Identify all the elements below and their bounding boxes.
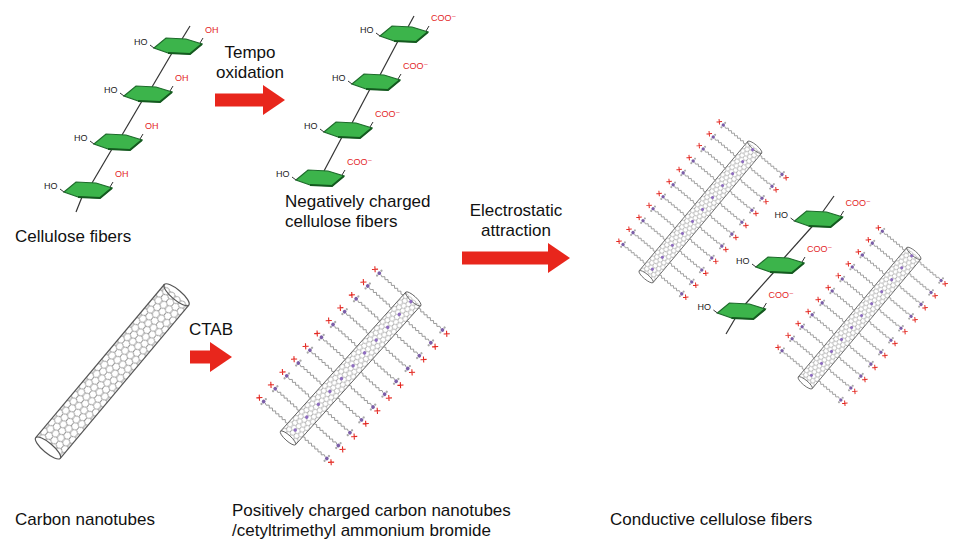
stage-caption: Carbon nanotubes bbox=[15, 510, 185, 530]
chemical-group-label: COO⁻ bbox=[431, 13, 456, 23]
bond-line bbox=[76, 197, 82, 212]
chemical-group-label: OH bbox=[115, 169, 129, 179]
chemical-group-label: HO bbox=[775, 210, 789, 220]
arrow-label: Tempo oxidation bbox=[205, 43, 295, 83]
process-arrow bbox=[215, 94, 263, 107]
stage-caption: Cellulose fibers bbox=[15, 227, 205, 247]
bond-line bbox=[92, 149, 112, 183]
chemical-group-label: HO bbox=[736, 256, 750, 266]
stage-panel: Conductive cellulose fibers bbox=[570, 60, 975, 540]
chemical-group-label: OH bbox=[205, 25, 219, 35]
glucose-ring bbox=[292, 170, 345, 186]
arrow-label: CTAB bbox=[176, 320, 246, 340]
glucose-ring bbox=[60, 182, 113, 198]
bond-line bbox=[122, 101, 142, 135]
glucose-ring bbox=[752, 257, 805, 273]
bond-line bbox=[380, 41, 398, 75]
stage-panel: Negatively charged cellulose fibers bbox=[285, 5, 462, 270]
glucose-ring bbox=[320, 122, 373, 138]
coated-nanotube bbox=[769, 222, 951, 414]
coated-nanotube bbox=[610, 116, 792, 308]
glucose-ring bbox=[713, 303, 766, 319]
chemical-group-label: COO⁻ bbox=[768, 290, 793, 300]
bond-line bbox=[408, 16, 414, 27]
chemical-group-label: HO bbox=[360, 25, 374, 35]
stage-caption: Negatively charged cellulose fibers bbox=[285, 192, 460, 232]
stage-caption: Conductive cellulose fibers bbox=[610, 510, 910, 530]
nanotube bbox=[33, 281, 192, 462]
glucose-ring bbox=[791, 211, 844, 227]
chemical-group-label: OH bbox=[175, 73, 189, 83]
chemical-group-label: COO⁻ bbox=[807, 244, 832, 254]
glucose-ring bbox=[120, 86, 173, 102]
stage-caption: Positively charged carbon nanotubes /cet… bbox=[232, 501, 572, 541]
glucose-ring bbox=[348, 74, 401, 90]
coated-nanotube bbox=[249, 263, 453, 474]
stage-panel: Carbon nanotubes bbox=[10, 270, 190, 535]
glucose-ring bbox=[90, 134, 143, 150]
chemical-group-label: COO⁻ bbox=[347, 157, 372, 167]
chemical-group-label: HO bbox=[104, 85, 118, 95]
chemical-group-label: HO bbox=[134, 37, 148, 47]
chemical-group-label: HO bbox=[44, 181, 58, 191]
chemical-group-label: HO bbox=[276, 169, 290, 179]
bond-line bbox=[324, 137, 342, 171]
bond-line bbox=[823, 196, 834, 212]
chemical-group-label: COO⁻ bbox=[846, 198, 871, 208]
chemical-group-label: COO⁻ bbox=[403, 61, 428, 71]
chemical-group-label: OH bbox=[145, 121, 159, 131]
chemical-group-label: HO bbox=[332, 73, 346, 83]
bond-line bbox=[352, 89, 370, 123]
process-arrow bbox=[462, 252, 548, 265]
chemical-group-label: HO bbox=[697, 302, 711, 312]
glucose-ring bbox=[376, 26, 429, 42]
arrow-label: Electrostatic attraction bbox=[461, 201, 571, 241]
glucose-ring bbox=[150, 38, 203, 54]
process-arrow bbox=[190, 351, 210, 364]
chemical-group-label: HO bbox=[304, 121, 318, 131]
stage-panel: Positively charged carbon nanotubes /cet… bbox=[232, 265, 574, 550]
stage-panel: Cellulose fibers bbox=[10, 5, 215, 250]
bond-line bbox=[152, 53, 172, 87]
chemical-group-label: COO⁻ bbox=[375, 109, 400, 119]
bond-line bbox=[726, 318, 735, 334]
chemical-group-label: HO bbox=[74, 133, 88, 143]
bond-line bbox=[182, 26, 190, 39]
